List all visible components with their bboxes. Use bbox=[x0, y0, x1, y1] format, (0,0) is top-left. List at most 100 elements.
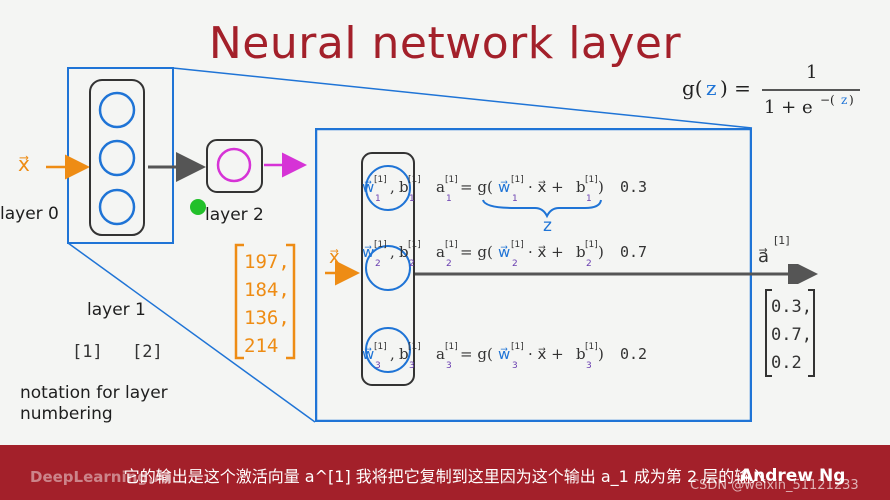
w2-vec: w⃗ bbox=[498, 178, 510, 196]
b-sup: [1] bbox=[408, 342, 421, 352]
formula-exp-z: z bbox=[841, 93, 847, 107]
formula-equals: ) = bbox=[720, 76, 751, 100]
a-sub: 3 bbox=[446, 361, 452, 371]
input-vector-bracket: 197, 184, 136, 214 bbox=[234, 243, 296, 360]
input-value-1: 197, bbox=[244, 251, 290, 273]
w-sub: 1 bbox=[375, 194, 381, 204]
zoom-neuron-3 bbox=[365, 327, 411, 373]
w2-sup: [1] bbox=[511, 240, 524, 250]
output-value-2: 0.7, bbox=[771, 325, 812, 345]
output-value-3: 0.2 bbox=[771, 353, 802, 373]
b2-sym: b bbox=[576, 178, 586, 196]
author-name: Andrew Ng bbox=[740, 466, 846, 486]
a-sub: 2 bbox=[446, 259, 452, 269]
unit-equation-3: w⃗ [1] 3 , b [1] 3 a [1] 3 = g( w⃗ [1] 3… bbox=[362, 342, 647, 371]
zoom-neuron-1 bbox=[365, 165, 411, 211]
a-sym: a bbox=[436, 345, 445, 363]
b-sub: 1 bbox=[409, 194, 415, 204]
slide-title: Neural network layer bbox=[208, 18, 682, 69]
input-value-4: 214 bbox=[244, 335, 278, 357]
close-paren: ) bbox=[598, 243, 604, 261]
b-sym: b bbox=[399, 243, 409, 261]
layer2-neuron bbox=[216, 147, 252, 183]
dot-x-plus: · x⃗ + bbox=[528, 345, 564, 363]
b-sup: [1] bbox=[408, 175, 421, 185]
formula-exp-open: −( bbox=[820, 93, 835, 107]
eq-g: = g( bbox=[460, 345, 493, 363]
layer2-label: layer 2 bbox=[205, 205, 264, 225]
b2-sup: [1] bbox=[585, 240, 598, 250]
w2-sub: 3 bbox=[512, 361, 518, 371]
dot-x-plus: · x⃗ + bbox=[528, 178, 564, 196]
layer0-label: layer 0 bbox=[0, 204, 59, 224]
layer1-neuron-1 bbox=[98, 91, 136, 129]
formula-exp-close: ) bbox=[849, 93, 854, 107]
w2-sup: [1] bbox=[511, 342, 524, 352]
layer1-label: layer 1 bbox=[87, 300, 146, 320]
w2-sup: [1] bbox=[511, 175, 524, 185]
output-value-1: 0.3, bbox=[771, 297, 812, 317]
b2-sup: [1] bbox=[585, 342, 598, 352]
svg-text:,: , bbox=[390, 178, 395, 196]
brand-logo-text: DeepLearning.AI bbox=[30, 468, 171, 486]
notation-caption-line2: numbering bbox=[20, 404, 113, 424]
notation-2: [2] bbox=[132, 342, 163, 362]
close-paren: ) bbox=[598, 178, 604, 196]
w-sup: [1] bbox=[374, 175, 387, 185]
b2-sup: [1] bbox=[585, 175, 598, 185]
video-subtitle: 它的输出是这个激活向量 a^[1] 我将把它复制到这里因为这个输出 a_1 成为… bbox=[123, 467, 767, 486]
input-value-3: 136, bbox=[244, 307, 290, 329]
zoom-unit-stack bbox=[361, 152, 415, 386]
network-diagram bbox=[46, 67, 753, 423]
w-sub: 2 bbox=[375, 259, 381, 269]
zoom-panel: x⃗ z bbox=[315, 128, 752, 422]
eq-g: = g( bbox=[460, 243, 493, 261]
eq-g: = g( bbox=[460, 178, 493, 196]
svg-text:,: , bbox=[390, 243, 395, 261]
unit-row-1: w⃗ [1] 1 , b [1] 1 a [1] 1 = g( w⃗ [1] 1… bbox=[362, 170, 662, 210]
svg-text:,: , bbox=[390, 345, 395, 363]
output-vector: 0.3, 0.7, 0.2 bbox=[765, 289, 815, 377]
notation-1: [1] bbox=[72, 342, 103, 362]
activation-value-1: 0.3 bbox=[620, 178, 647, 196]
output-a-label: a⃗ bbox=[758, 246, 770, 267]
formula-numerator: 1 bbox=[806, 62, 817, 83]
b-sub: 2 bbox=[409, 259, 415, 269]
zoom-neuron-2 bbox=[365, 245, 411, 291]
a-sub: 1 bbox=[446, 194, 452, 204]
formula-g: g( bbox=[682, 76, 703, 100]
dot-x-plus: · x⃗ + bbox=[528, 243, 564, 261]
unit-row-2: w⃗ [1] 2 , b [1] 2 a [1] 2 = g( w⃗ [1] 2… bbox=[362, 235, 662, 275]
w-vec: w⃗ bbox=[362, 243, 374, 261]
pointer-dot bbox=[190, 199, 206, 215]
close-paren: ) bbox=[598, 345, 604, 363]
z-brace bbox=[482, 199, 602, 219]
input-x-label: x⃗ bbox=[18, 152, 30, 176]
b2-sym: b bbox=[576, 243, 586, 261]
b-sym: b bbox=[399, 345, 409, 363]
formula-z: z bbox=[706, 76, 717, 100]
sigmoid-formula: g( z ) = 1 1 + e −( z ) bbox=[682, 62, 860, 118]
w-sup: [1] bbox=[374, 342, 387, 352]
w-sup: [1] bbox=[374, 240, 387, 250]
layer1-stack bbox=[89, 79, 145, 236]
b2-sub: 3 bbox=[586, 361, 592, 371]
w2-sub: 2 bbox=[512, 259, 518, 269]
w2-vec: w⃗ bbox=[498, 243, 510, 261]
b-sup: [1] bbox=[408, 240, 421, 250]
caption-bar bbox=[0, 445, 890, 500]
zoom-line-top bbox=[172, 67, 753, 129]
output-a-sup: [1] bbox=[774, 234, 790, 247]
b-sym: b bbox=[399, 178, 409, 196]
a-sym: a bbox=[436, 178, 445, 196]
b2-sym: b bbox=[576, 345, 586, 363]
layer1-neuron-3 bbox=[98, 188, 136, 226]
a-sup: [1] bbox=[445, 175, 458, 185]
a-sup: [1] bbox=[445, 240, 458, 250]
w-vec: w⃗ bbox=[362, 178, 374, 196]
layer2-box bbox=[206, 139, 263, 193]
formula-denominator: 1 + e bbox=[764, 97, 813, 118]
zoom-line-bottom bbox=[67, 242, 316, 423]
activation-value-2: 0.7 bbox=[620, 243, 647, 261]
w-sub: 3 bbox=[375, 361, 381, 371]
